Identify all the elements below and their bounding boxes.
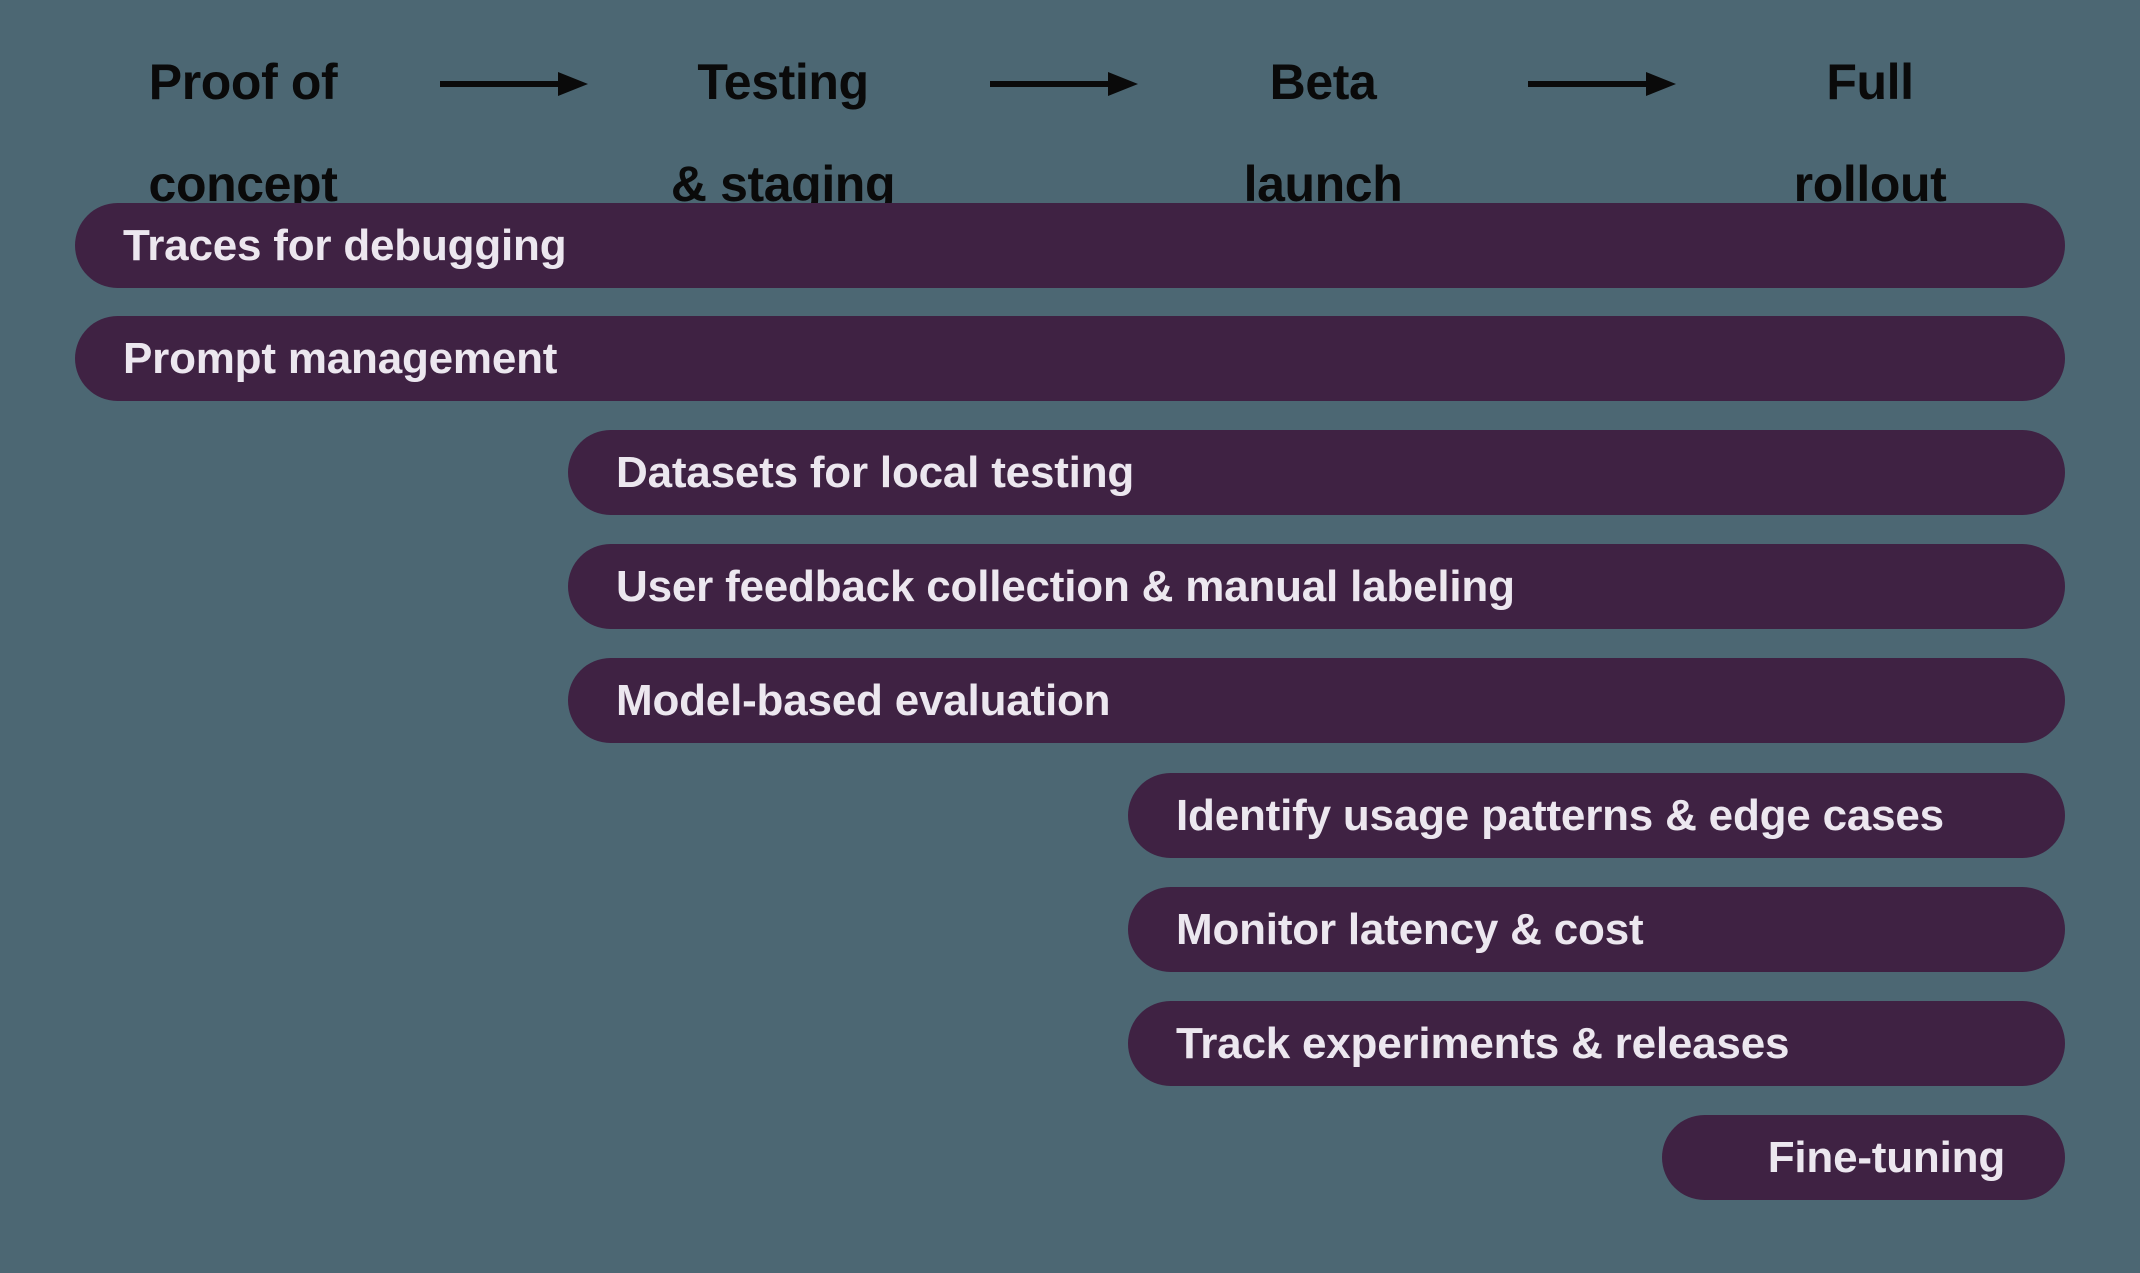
capability-bar-label: Prompt management [123, 333, 558, 383]
capability-bar-monitor-latency-cost[interactable]: Monitor latency & cost [1128, 887, 2065, 972]
arrow-right-icon [1528, 70, 1676, 98]
capability-bar-fine-tuning[interactable]: Fine-tuning [1662, 1115, 2065, 1200]
phase-label-line2: concept [148, 156, 338, 212]
capability-bar-track-experiments-releases[interactable]: Track experiments & releases [1128, 1001, 2065, 1086]
phase-label-line1: Beta [1269, 54, 1377, 110]
capability-bar-label: Traces for debugging [123, 220, 567, 270]
arrow-right-icon [990, 70, 1138, 98]
phase-label-beta-launch: Beta launch [1153, 6, 1493, 261]
phase-label-line2: rollout [1793, 156, 1947, 212]
phase-label-proof-of-concept: Proof of concept [73, 6, 413, 261]
phase-label-line2: & staging [670, 156, 896, 212]
phase-label-line1: Proof of [148, 54, 338, 110]
phase-label-testing-staging: Testing & staging [613, 6, 953, 261]
capability-bar-traces-for-debugging[interactable]: Traces for debugging [75, 203, 2065, 288]
capability-bar-label: Track experiments & releases [1176, 1018, 1790, 1068]
capability-bar-label: Datasets for local testing [616, 447, 1135, 497]
capability-bar-model-based-evaluation[interactable]: Model-based evaluation [568, 658, 2065, 743]
capability-bar-label: Fine-tuning [1767, 1132, 2005, 1182]
capability-bar-identify-usage-patterns[interactable]: Identify usage patterns & edge cases [1128, 773, 2065, 858]
phase-label-line1: Full [1826, 54, 1914, 110]
capability-bar-label: Model-based evaluation [616, 675, 1111, 725]
phase-label-line1: Testing [697, 54, 869, 110]
capability-bar-label: Monitor latency & cost [1176, 904, 1644, 954]
capability-bar-prompt-management[interactable]: Prompt management [75, 316, 2065, 401]
capability-bar-user-feedback-collection[interactable]: User feedback collection & manual labeli… [568, 544, 2065, 629]
capability-bar-label: User feedback collection & manual labeli… [616, 561, 1515, 611]
phase-label-line2: launch [1243, 156, 1403, 212]
phase-label-full-rollout: Full rollout [1700, 6, 2040, 261]
arrow-right-icon [440, 70, 588, 98]
capability-bar-label: Identify usage patterns & edge cases [1176, 790, 1944, 840]
capability-bar-datasets-for-local-testing[interactable]: Datasets for local testing [568, 430, 2065, 515]
